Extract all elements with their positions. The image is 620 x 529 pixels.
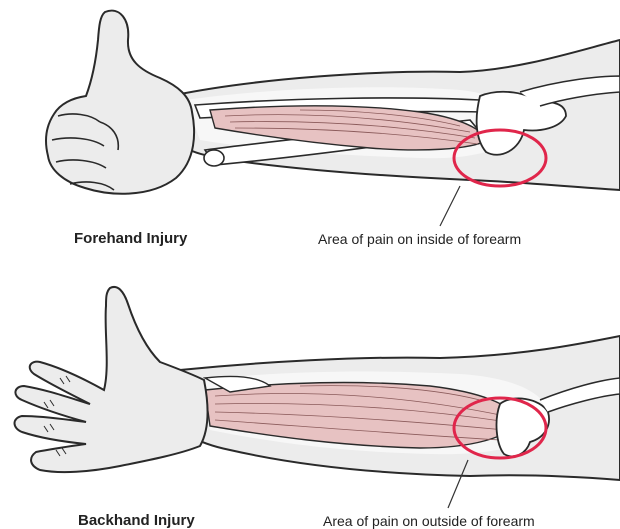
forehand-caption: Area of pain on inside of forearm xyxy=(318,231,521,247)
backhand-title: Backhand Injury xyxy=(78,512,195,529)
forehand-leader-line xyxy=(440,186,460,226)
forehand-illustration xyxy=(0,0,620,230)
backhand-caption: Area of pain on outside of forearm xyxy=(323,513,535,529)
forehand-title: Forehand Injury xyxy=(74,230,187,247)
forehand-wrist-bone xyxy=(204,150,224,166)
backhand-hand xyxy=(15,287,208,472)
forehand-panel: Forehand Injury Area of pain on inside o… xyxy=(0,0,620,260)
forehand-hand xyxy=(46,11,194,194)
backhand-illustration xyxy=(0,270,620,510)
backhand-panel: Backhand Injury Area of pain on outside … xyxy=(0,270,620,529)
